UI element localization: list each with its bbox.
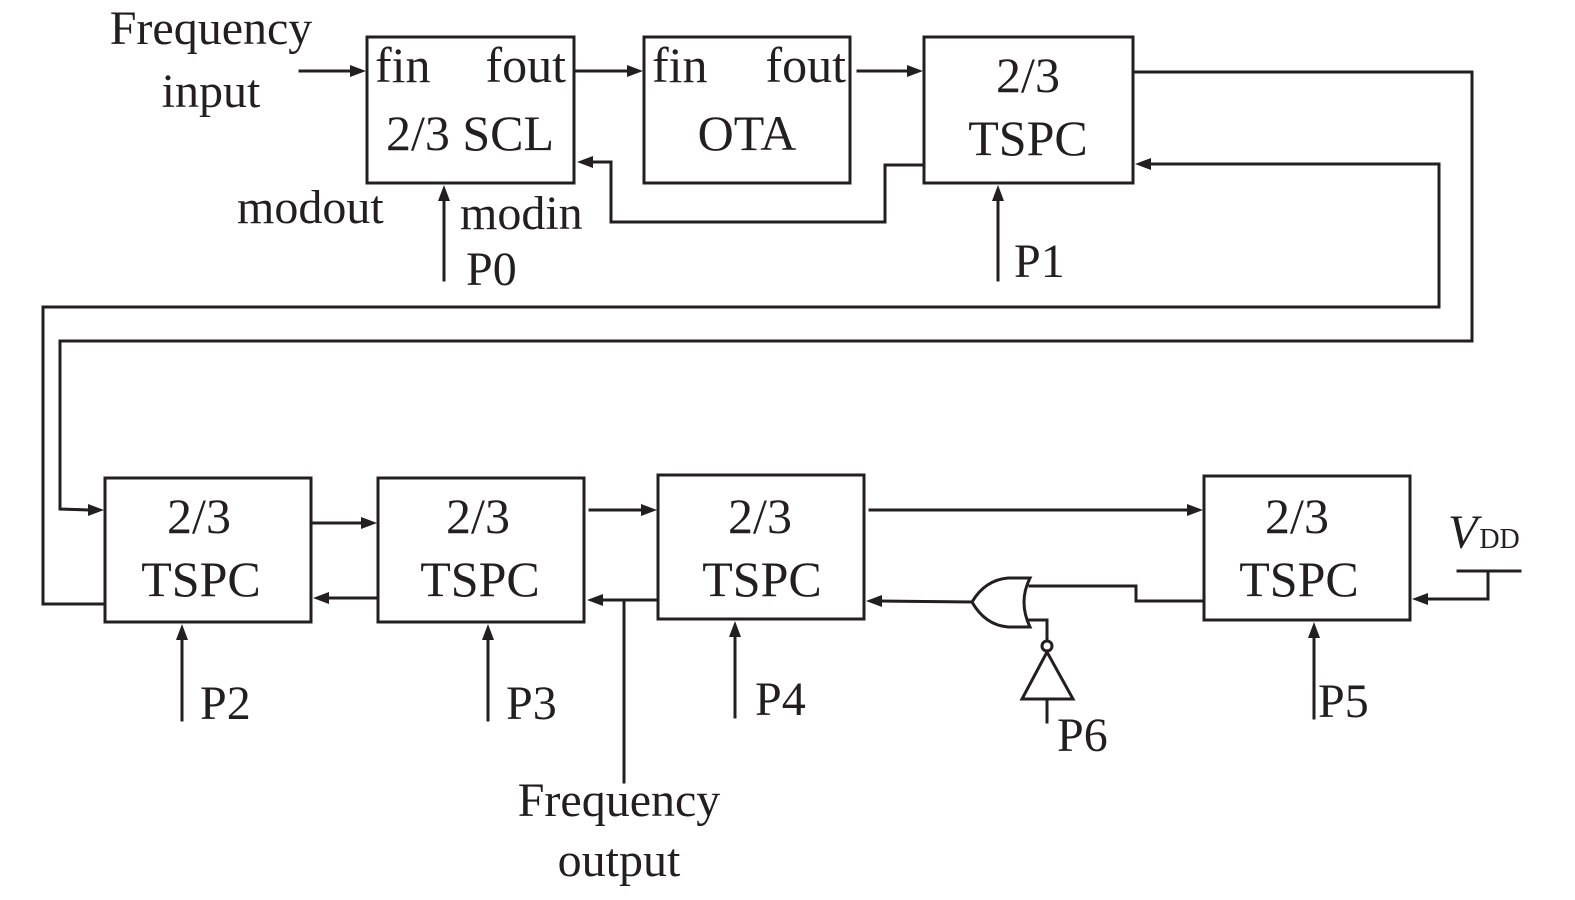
tspc3-block-box [376,476,586,624]
control-p1 [992,185,1004,282]
arrowhead-icon [1412,593,1428,605]
p5-label: P5 [1318,675,1369,728]
tspc3-block: 2/3 TSPC [376,476,586,624]
wire-or-to-tspc4-modin [866,595,974,607]
wire-tspc3-to-tspc4 [588,504,657,516]
tspc5-block: 2/3 TSPC [1202,474,1412,622]
control-p2 [176,624,188,722]
wire-tspc4-to-tspc5 [868,504,1203,516]
inverter-icon [1019,639,1076,724]
arrowhead-icon [866,595,882,607]
scl-modout-label: modout [237,181,384,234]
p2-label: P2 [200,677,251,730]
ota-title: OTA [698,105,797,161]
tspc1-block: 2/3 TSPC [922,35,1135,185]
arrowhead-icon [361,517,377,529]
arrowhead-icon [992,185,1004,201]
arrowhead-icon [88,504,104,516]
or-gate-icon [970,576,1033,629]
ota-block-box [642,35,852,185]
tspc5-block-box [1202,474,1412,622]
wire-tspc2-modout-to-tspc1-modin [41,158,1441,606]
tspc4-title: TSPC [702,551,822,607]
wire-tspc5-modout-to-or [1028,584,1206,603]
tspc3-title: TSPC [420,551,540,607]
arrowhead-icon [907,65,923,77]
scl-title: 2/3 SCL [386,105,554,161]
arrowhead-icon [641,504,657,516]
ota-block: fin fout OTA [642,35,852,185]
arrowhead-icon [438,185,450,201]
control-p4 [729,621,741,719]
tspc4-block: 2/3 TSPC [656,473,866,621]
arrowhead-icon [729,621,741,637]
wire-tspc1-to-tspc2 [58,70,1474,516]
wire-tspc2-to-tspc3 [311,517,377,529]
scl-modin-label: modin [460,187,583,240]
p4-label: P4 [755,673,806,726]
tspc2-block: 2/3 TSPC [103,476,313,624]
p6-label: P6 [1057,709,1108,762]
arrowhead-icon [1135,158,1151,170]
frequency-output-label-line1: Frequency [518,774,721,827]
tspc4-ratio: 2/3 [728,488,792,544]
ota-fin-label: fin [652,37,708,93]
wire-ota-to-tspc1 [856,65,923,77]
wire-tspc4-modout-to-tspc3-modin [587,594,659,606]
control-p0 [438,185,450,282]
control-p3 [482,624,494,722]
wire-scl-to-ota [574,65,643,77]
frequency-input-label-line1: Frequency [110,2,313,55]
tspc1-block-box [922,35,1135,185]
wire-frequency-input [298,65,366,77]
arrowhead-icon [587,594,603,606]
arrowhead-icon [313,592,329,604]
control-p5 [1308,622,1320,720]
tspc1-ratio: 2/3 [996,47,1060,103]
wire-inverter-to-or [1026,618,1049,643]
arrowhead-icon [176,624,188,640]
tspc1-title: TSPC [968,110,1088,166]
tspc2-title: TSPC [141,551,261,607]
p0-label: P0 [466,243,517,296]
vdd-label: VDD [1448,506,1520,559]
arrowhead-icon [1187,504,1203,516]
vdd-supply [1412,569,1522,605]
arrowhead-icon [627,65,643,77]
scl-block-box [365,35,576,185]
arrowhead-icon [577,156,593,168]
wire-tspc1-modout-to-scl-modin [577,156,926,224]
frequency-input-label-line2: input [162,65,261,118]
tspc3-ratio: 2/3 [446,488,510,544]
p3-label: P3 [506,677,557,730]
wire-tspc3-modout-to-tspc2-modin [313,592,379,604]
arrowhead-icon [482,624,494,640]
vdd-main: V [1448,506,1482,559]
p1-label: P1 [1014,235,1065,288]
arrowhead-icon [1308,622,1320,638]
tspc4-block-box [656,473,866,621]
scl-block: fin fout 2/3 SCL [365,35,576,185]
ota-fout-label: fout [765,37,846,93]
vdd-subscript: DD [1479,524,1519,555]
arrowhead-icon [350,65,366,77]
tspc2-ratio: 2/3 [167,488,231,544]
scl-fin-label: fin [375,37,431,93]
scl-fout-label: fout [485,37,566,93]
tspc5-title: TSPC [1239,551,1359,607]
frequency-output-label-line2: output [558,834,681,887]
tspc2-block-box [103,476,313,624]
tspc5-ratio: 2/3 [1265,488,1329,544]
